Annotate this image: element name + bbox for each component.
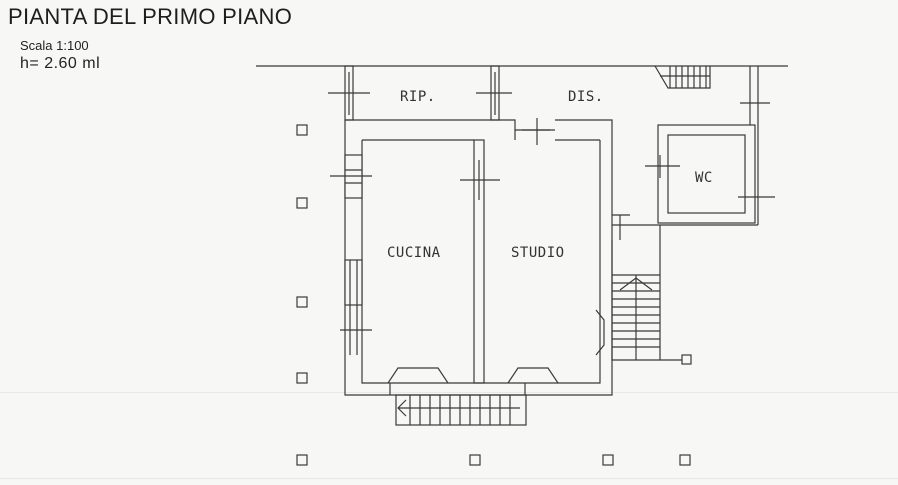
page-title: PIANTA DEL PRIMO PIANO — [8, 4, 293, 29]
wc-walls — [612, 66, 775, 240]
room-label-dis: DIS. — [568, 89, 604, 105]
room-label-wc: WC — [695, 170, 713, 186]
scale-label: Scala 1:100 — [20, 38, 89, 53]
upper-stairs — [654, 65, 711, 89]
door-marks — [460, 118, 550, 200]
entrance-stairs — [389, 383, 527, 426]
room-label-studio: STUDIO — [511, 245, 565, 261]
side-stairs — [595, 225, 692, 365]
paper-fold — [0, 392, 898, 393]
ceiling-height-label: h= 2.60 ml — [20, 55, 101, 72]
room-label-rip: RIP. — [400, 89, 436, 105]
upper-walls — [328, 65, 512, 121]
left-windows — [330, 154, 372, 355]
room-label-cucina: CUCINA — [387, 245, 441, 261]
column-markers — [296, 124, 691, 466]
paper-fold — [0, 478, 898, 479]
